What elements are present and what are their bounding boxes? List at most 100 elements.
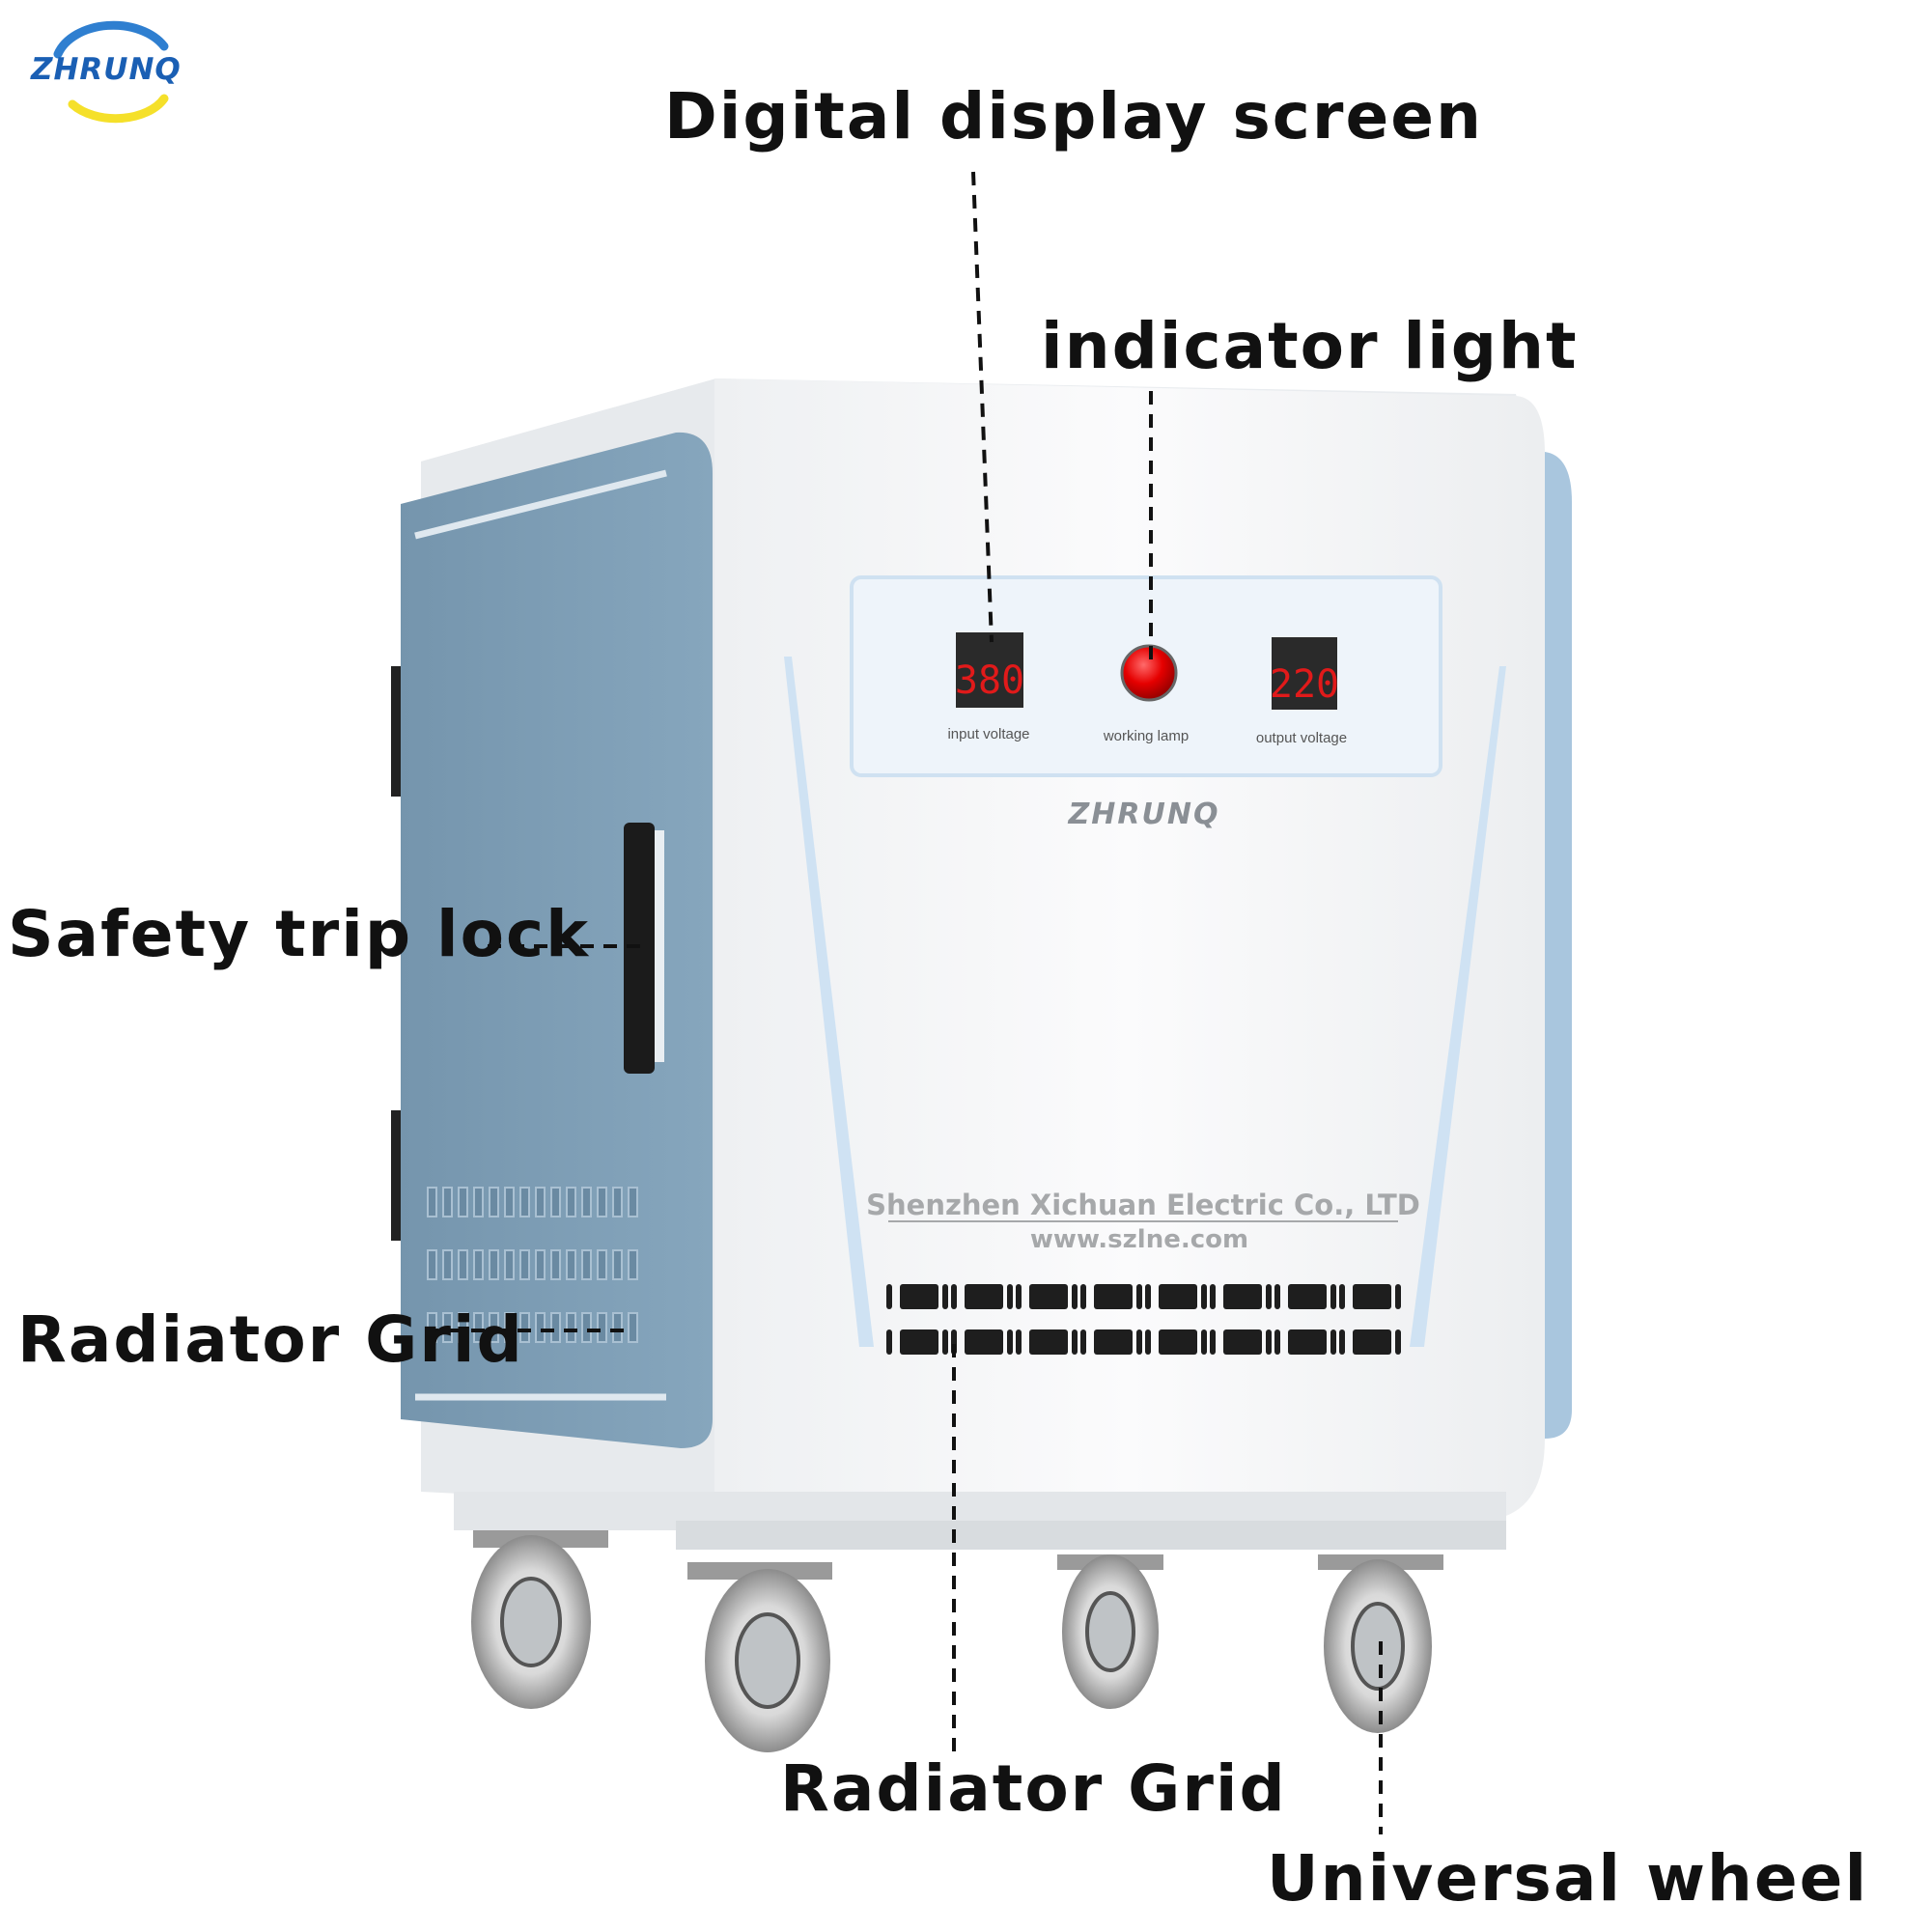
side-vent-slot (535, 1312, 546, 1343)
universal-wheel-callout: Universal wheel (1267, 1841, 1869, 1916)
front-trim-right (1410, 666, 1506, 1347)
cabinet-base-lower (676, 1521, 1506, 1550)
front-vent-slot (965, 1329, 1003, 1355)
front-vent-slot (1159, 1329, 1197, 1355)
front-vent-slot (1274, 1329, 1280, 1355)
front-vent-slot (900, 1284, 938, 1309)
front-vent-slot (1080, 1284, 1086, 1309)
side-vent-slot (442, 1312, 453, 1343)
side-vent-slot (612, 1249, 623, 1280)
side-vent-slot (628, 1312, 638, 1343)
side-vent-slot (489, 1187, 499, 1217)
front-vent-slot (1266, 1284, 1272, 1309)
front-radiator-grid (886, 1284, 1401, 1355)
side-radiator-grid-callout: Radiator Grid (17, 1302, 524, 1377)
input-voltage-label: input voltage (947, 726, 1029, 742)
front-vent-slot (1274, 1284, 1280, 1309)
side-vent-slot (489, 1249, 499, 1280)
front-vent-slot (1072, 1284, 1078, 1309)
front-vent-slot (1072, 1329, 1078, 1355)
front-vent-slot (1136, 1329, 1142, 1355)
front-vent-slot (1094, 1284, 1133, 1309)
front-vent-slot (1136, 1284, 1142, 1309)
front-vent-slot (1016, 1329, 1022, 1355)
input-voltage-value: 380 (955, 658, 1024, 703)
front-vent-slot (1330, 1329, 1336, 1355)
side-vent-slot (597, 1187, 607, 1217)
front-vent-slot (1029, 1284, 1068, 1309)
front-vent-slot (1395, 1284, 1401, 1309)
side-vent-slot (442, 1187, 453, 1217)
front-vent-slot (1210, 1329, 1216, 1355)
front-vent-slot (886, 1329, 892, 1355)
lock-edge (655, 830, 664, 1062)
universal-wheel (1057, 1554, 1163, 1709)
side-vent-slot (519, 1312, 530, 1343)
universal-wheel (687, 1562, 832, 1752)
front-vent-slot (1094, 1329, 1133, 1355)
side-vent-slot (535, 1187, 546, 1217)
front-vent-slot (900, 1329, 938, 1355)
side-vent-slot (458, 1312, 468, 1343)
side-vent-slot (519, 1249, 530, 1280)
side-vent-slot (581, 1312, 592, 1343)
side-vent-slot (597, 1312, 607, 1343)
side-vent-slot (442, 1249, 453, 1280)
digital-display-callout: Digital display screen (664, 79, 1483, 154)
front-vent-slot (1339, 1284, 1345, 1309)
side-panel-top-trim (414, 469, 667, 540)
front-vent-slot (1201, 1329, 1207, 1355)
side-vent-slot (504, 1187, 515, 1217)
safety-trip-lock-callout: Safety trip lock (8, 897, 591, 971)
front-vent-slot (1223, 1284, 1262, 1309)
front-vent-slot (1288, 1284, 1327, 1309)
side-vent-slot (566, 1249, 576, 1280)
front-vent-slot (951, 1284, 957, 1309)
side-vent-slot (581, 1187, 592, 1217)
side-vent-slot (458, 1249, 468, 1280)
side-vent-slot (427, 1312, 437, 1343)
front-vent-slot (942, 1284, 948, 1309)
logo-mark (53, 20, 169, 124)
front-vent-slot (1353, 1329, 1391, 1355)
side-vent-slot (504, 1249, 515, 1280)
front-vent-slot (1007, 1329, 1013, 1355)
side-vent-slot (597, 1249, 607, 1280)
front-vent-slot (1145, 1284, 1151, 1309)
front-vent-slot (1223, 1329, 1262, 1355)
company-website: www.szlne.com (1030, 1225, 1248, 1254)
side-vent-slot (550, 1187, 561, 1217)
working-lamp-label: working lamp (1103, 728, 1189, 744)
side-vent-slot (489, 1312, 499, 1343)
side-hinge (391, 1110, 401, 1241)
company-name: Shenzhen Xichuan Electric Co., LTD (866, 1189, 1420, 1221)
front-vent-slot (1339, 1329, 1345, 1355)
front-vent-slot (1159, 1284, 1197, 1309)
side-vent-slot (427, 1249, 437, 1280)
front-vent-slot (1266, 1329, 1272, 1355)
side-vent-slot (458, 1187, 468, 1217)
front-vent-slot (1395, 1329, 1401, 1355)
front-vent-slot (1210, 1284, 1216, 1309)
indicator-light-callout: indicator light (1041, 309, 1579, 383)
front-vent-slot (1330, 1284, 1336, 1309)
front-vent-slot (1201, 1284, 1207, 1309)
side-vent-slot (473, 1312, 484, 1343)
front-trim-left (784, 657, 874, 1347)
front-vent-slot (1007, 1284, 1013, 1309)
side-vent-slot (550, 1249, 561, 1280)
side-vent-slot (535, 1249, 546, 1280)
side-vent-slot (427, 1187, 437, 1217)
universal-wheel (471, 1530, 608, 1709)
input-voltage-display (956, 632, 1023, 708)
side-vent-slot (612, 1187, 623, 1217)
front-vent-slot (1145, 1329, 1151, 1355)
front-radiator-grid-callout: Radiator Grid (780, 1751, 1287, 1826)
logo-text: ZHRUNQ (31, 52, 182, 87)
side-vent-slot (566, 1187, 576, 1217)
side-vent-slot (473, 1187, 484, 1217)
output-voltage-label: output voltage (1256, 730, 1347, 746)
side-radiator-grid (427, 1187, 638, 1343)
